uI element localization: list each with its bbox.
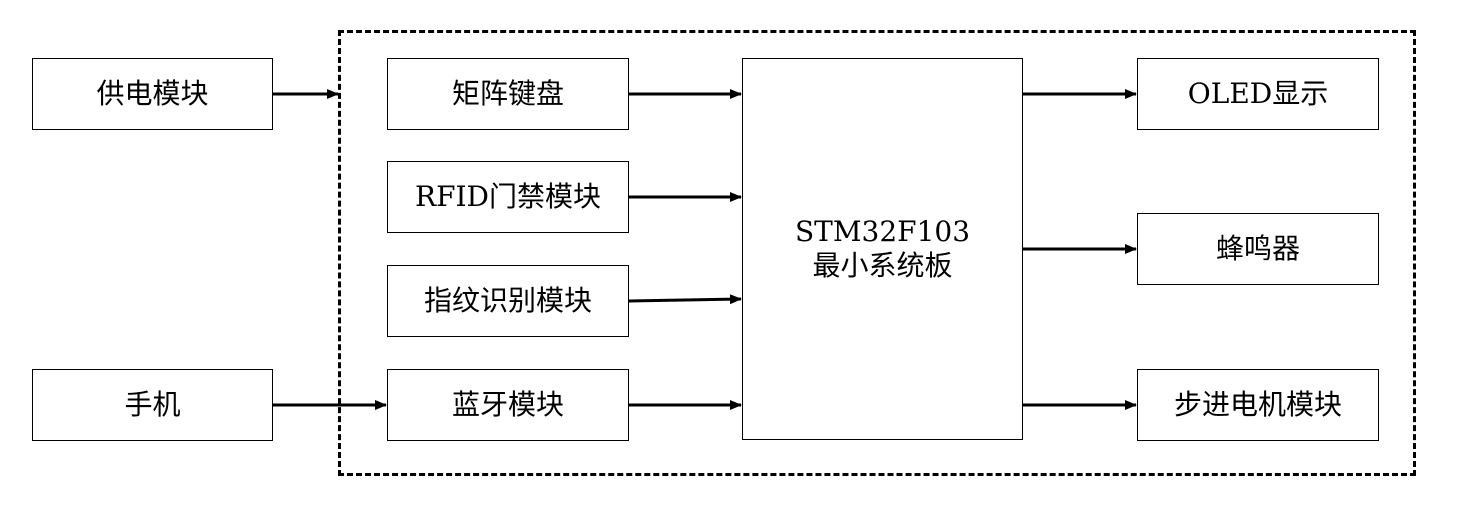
buzzer-box: 蜂鸣器	[1137, 213, 1379, 285]
bluetooth-module-label: 蓝牙模块	[451, 388, 564, 421]
buzzer-label: 蜂鸣器	[1215, 232, 1300, 265]
bluetooth-module-box: 蓝牙模块	[387, 369, 629, 441]
keypad-module-label: 矩阵键盘	[451, 77, 564, 110]
system-boundary-frame	[338, 30, 1416, 476]
stepper-motor-module-box: 步进电机模块	[1137, 369, 1379, 441]
oled-display-label: OLED显示	[1187, 77, 1329, 110]
stepper-motor-module-label: 步进电机模块	[1173, 388, 1342, 421]
fingerprint-module-box: 指纹识别模块	[387, 265, 629, 337]
phone-label: 手机	[124, 388, 181, 421]
oled-display-box: OLED显示	[1137, 58, 1379, 130]
rfid-module-label: RFID门禁模块	[414, 180, 602, 213]
rfid-module-box: RFID门禁模块	[387, 161, 629, 233]
fingerprint-module-label: 指纹识别模块	[423, 284, 592, 317]
mcu-board-box: STM32F103 最小系统板	[742, 58, 1023, 440]
power-module-box: 供电模块	[32, 58, 273, 130]
mcu-board-label: 最小系统板	[812, 249, 953, 282]
mcu-model-label: STM32F103	[794, 215, 971, 248]
keypad-module-box: 矩阵键盘	[387, 58, 629, 130]
power-module-label: 供电模块	[96, 77, 209, 110]
phone-box: 手机	[32, 369, 273, 441]
